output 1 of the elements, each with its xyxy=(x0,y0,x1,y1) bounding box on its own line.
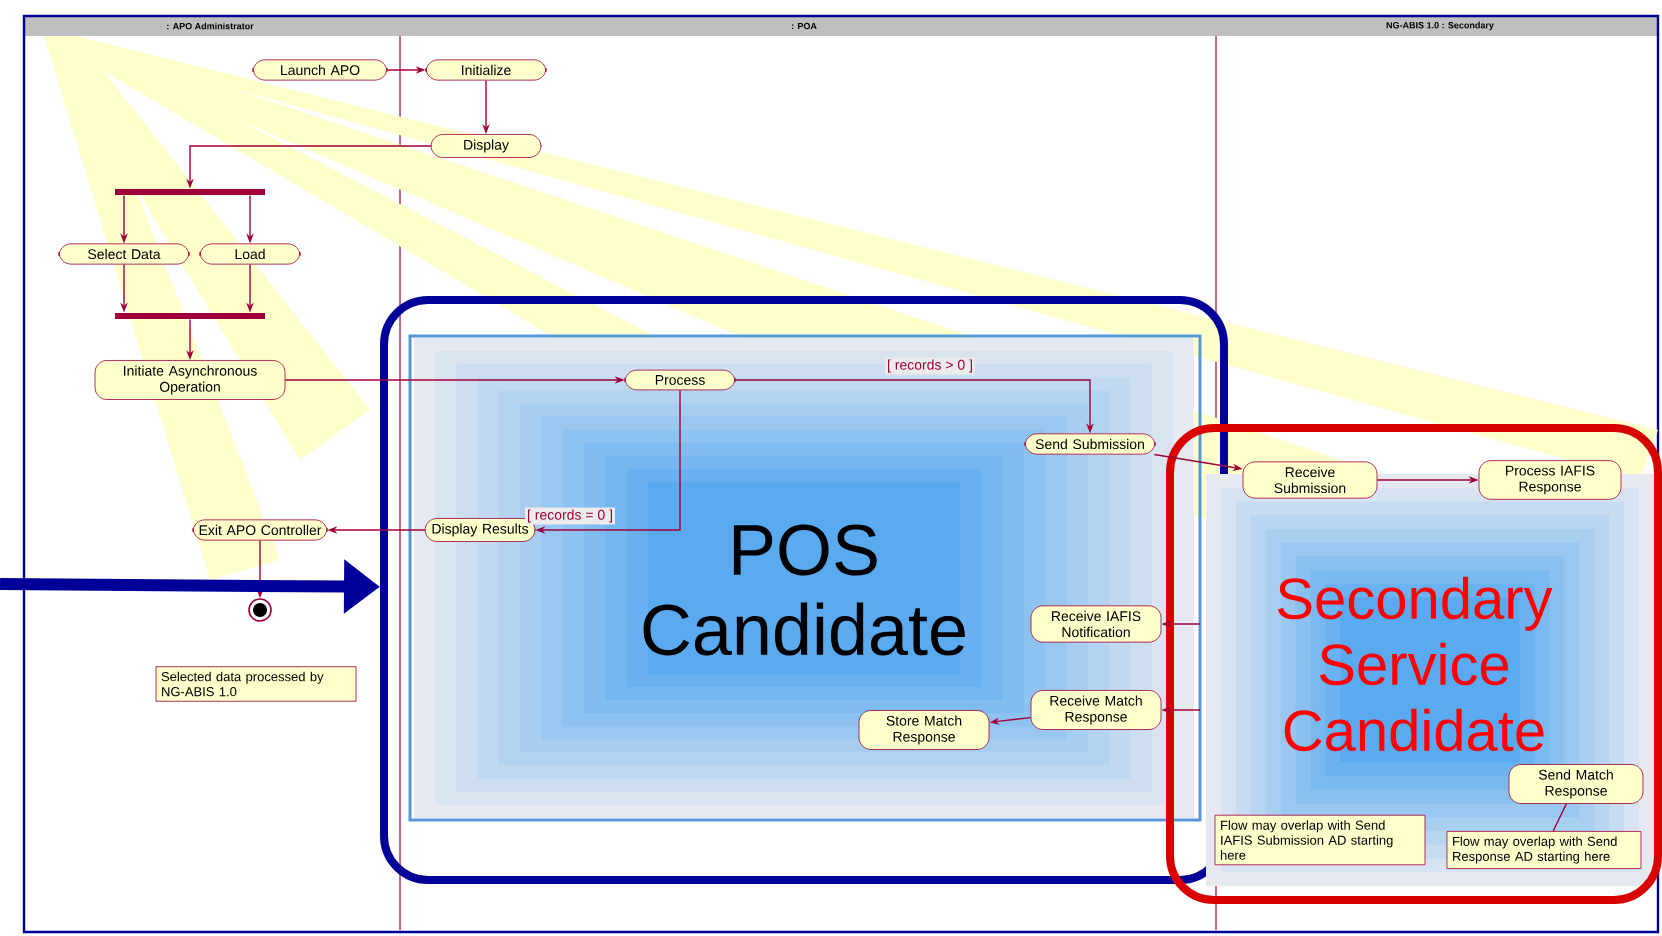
final-state xyxy=(248,598,272,622)
